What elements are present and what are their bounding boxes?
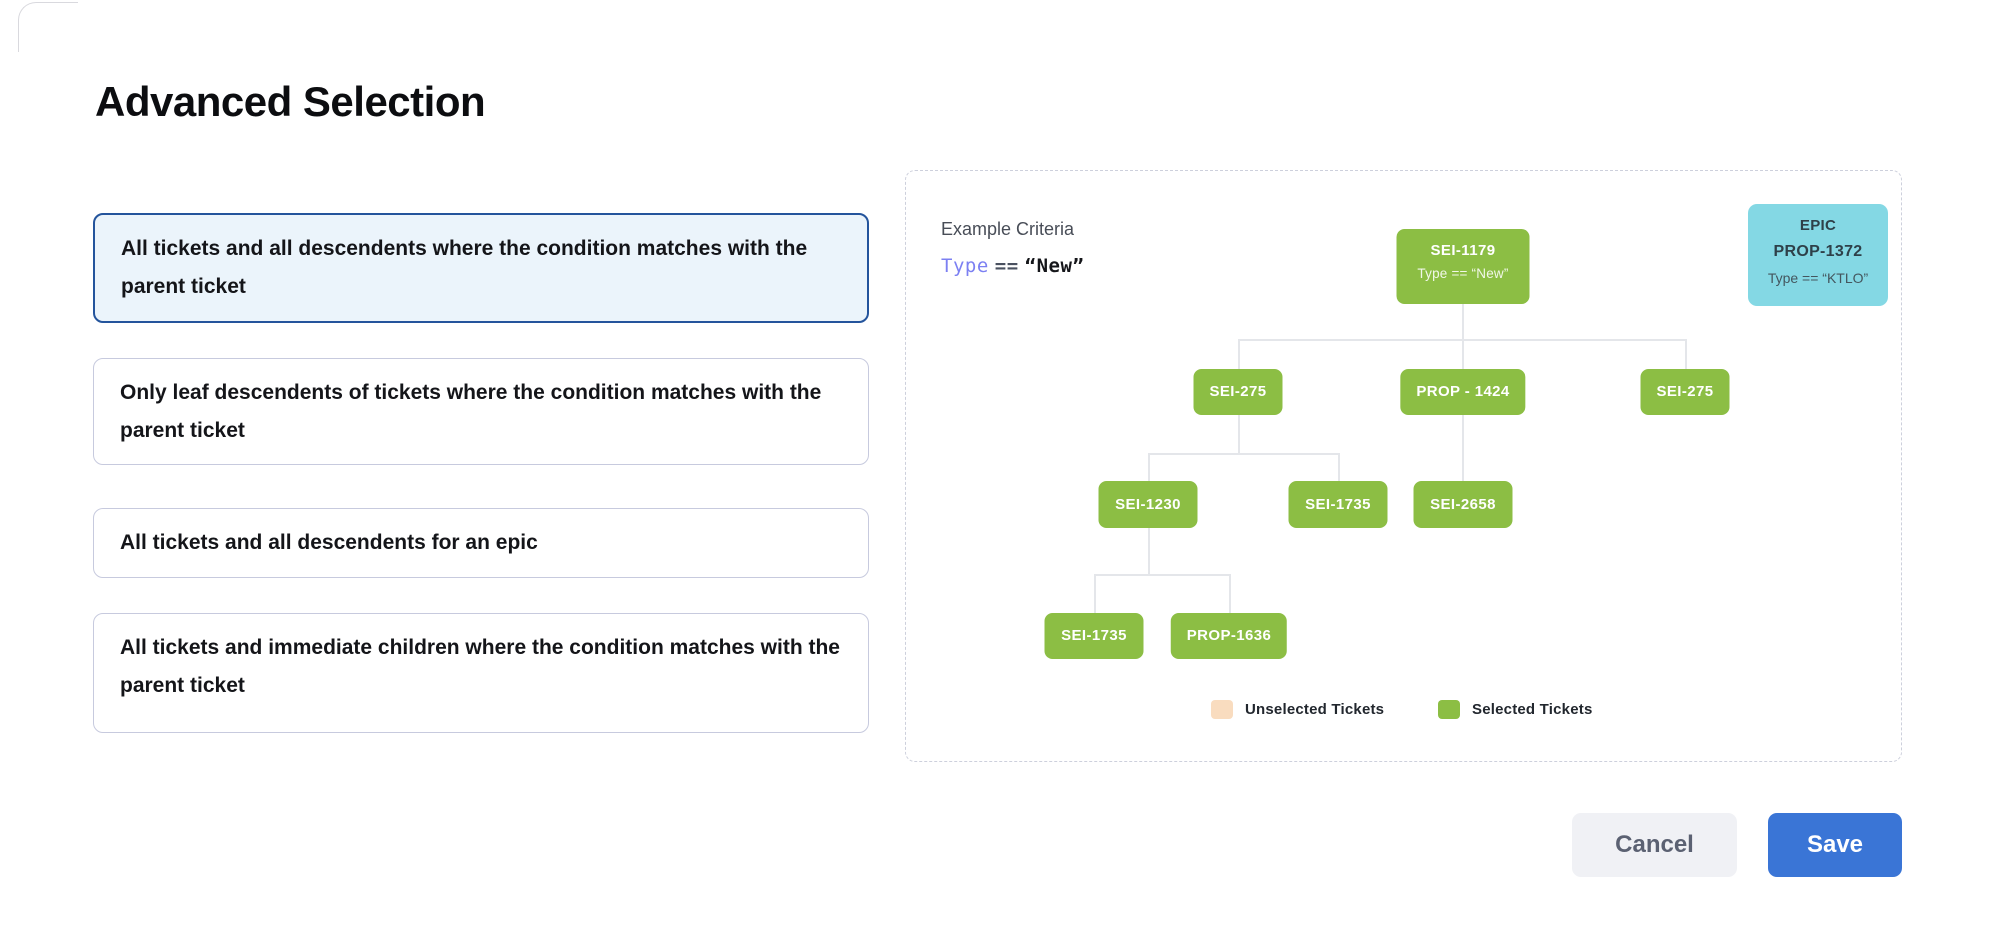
dialog-corner bbox=[18, 2, 78, 52]
example-criteria-label: Example Criteria bbox=[941, 219, 1075, 239]
tree-edge bbox=[1238, 339, 1240, 369]
ticket-id: SEI-1735 bbox=[1061, 627, 1127, 644]
ticket-id: PROP - 1424 bbox=[1416, 383, 1510, 400]
option-leaf-descendents-condition[interactable]: Only leaf descendents of tickets where t… bbox=[93, 358, 869, 465]
option-label: Only leaf descendents of tickets where t… bbox=[120, 381, 822, 442]
ticket-node[interactable]: SEI-1735 bbox=[1044, 613, 1144, 659]
tree-edge bbox=[1094, 574, 1096, 613]
option-label: All tickets and all descendents for an e… bbox=[120, 531, 538, 554]
ticket-node-root[interactable]: SEI-1179 Type == “New” bbox=[1396, 229, 1530, 304]
epic-type-label: EPIC bbox=[1799, 217, 1837, 234]
ticket-node[interactable]: PROP - 1424 bbox=[1400, 369, 1526, 415]
tree-edge bbox=[1462, 339, 1464, 369]
ticket-id: SEI-1735 bbox=[1305, 496, 1371, 513]
option-immediate-children-condition[interactable]: All tickets and immediate children where… bbox=[93, 613, 869, 733]
example-preview-panel: Example Criteria Type==“New” EPIC PROP-1… bbox=[905, 170, 1902, 762]
option-label: All tickets and immediate children where… bbox=[120, 636, 840, 697]
ticket-node[interactable]: SEI-1230 bbox=[1098, 481, 1198, 528]
ticket-condition: Type == “New” bbox=[1417, 266, 1509, 281]
legend-selected: Selected Tickets bbox=[1438, 700, 1593, 719]
tree-edge bbox=[1094, 574, 1229, 576]
unselected-swatch bbox=[1211, 700, 1233, 719]
legend-label: Unselected Tickets bbox=[1245, 701, 1385, 718]
tree-edge bbox=[1148, 453, 1338, 455]
ticket-id: SEI-275 bbox=[1209, 383, 1267, 400]
tree-edge bbox=[1462, 415, 1464, 481]
tree-edge bbox=[1238, 415, 1240, 453]
tree-edge bbox=[1338, 453, 1340, 481]
ticket-node[interactable]: PROP-1636 bbox=[1170, 613, 1288, 659]
ticket-node[interactable]: SEI-275 bbox=[1640, 369, 1730, 415]
tree-edge bbox=[1148, 528, 1150, 574]
ticket-id: SEI-2658 bbox=[1430, 496, 1496, 513]
ticket-node[interactable]: SEI-275 bbox=[1193, 369, 1283, 415]
epic-condition: Type == “KTLO” bbox=[1767, 270, 1869, 286]
tree-edge bbox=[1462, 304, 1464, 339]
epic-id: PROP-1372 bbox=[1773, 243, 1863, 260]
criteria-field: Type bbox=[941, 255, 989, 277]
tree-edge bbox=[1238, 339, 1685, 341]
option-all-descendents-condition[interactable]: All tickets and all descendents where th… bbox=[93, 213, 869, 323]
legend-label: Selected Tickets bbox=[1472, 701, 1593, 718]
example-criteria-code: Type==“New” bbox=[941, 255, 1084, 277]
epic-card: EPIC PROP-1372 Type == “KTLO” bbox=[1748, 204, 1888, 306]
option-label: All tickets and all descendents where th… bbox=[121, 237, 808, 298]
ticket-id: SEI-1230 bbox=[1115, 496, 1181, 513]
selected-swatch bbox=[1438, 700, 1460, 719]
tree-edge bbox=[1685, 339, 1687, 369]
criteria-value: “New” bbox=[1024, 255, 1085, 277]
save-button[interactable]: Save bbox=[1768, 813, 1902, 877]
tree-edge bbox=[1148, 453, 1150, 481]
tree-edge bbox=[1229, 574, 1231, 613]
ticket-node[interactable]: SEI-1735 bbox=[1288, 481, 1388, 528]
ticket-node[interactable]: SEI-2658 bbox=[1413, 481, 1513, 528]
legend-unselected: Unselected Tickets bbox=[1211, 700, 1384, 719]
option-all-descendents-epic[interactable]: All tickets and all descendents for an e… bbox=[93, 508, 869, 578]
page-title: Advanced Selection bbox=[95, 78, 486, 125]
cancel-button[interactable]: Cancel bbox=[1572, 813, 1737, 877]
criteria-operator: == bbox=[994, 255, 1019, 277]
ticket-id: SEI-275 bbox=[1656, 383, 1714, 400]
ticket-id: PROP-1636 bbox=[1186, 627, 1272, 644]
ticket-id: SEI-1179 bbox=[1430, 242, 1496, 259]
